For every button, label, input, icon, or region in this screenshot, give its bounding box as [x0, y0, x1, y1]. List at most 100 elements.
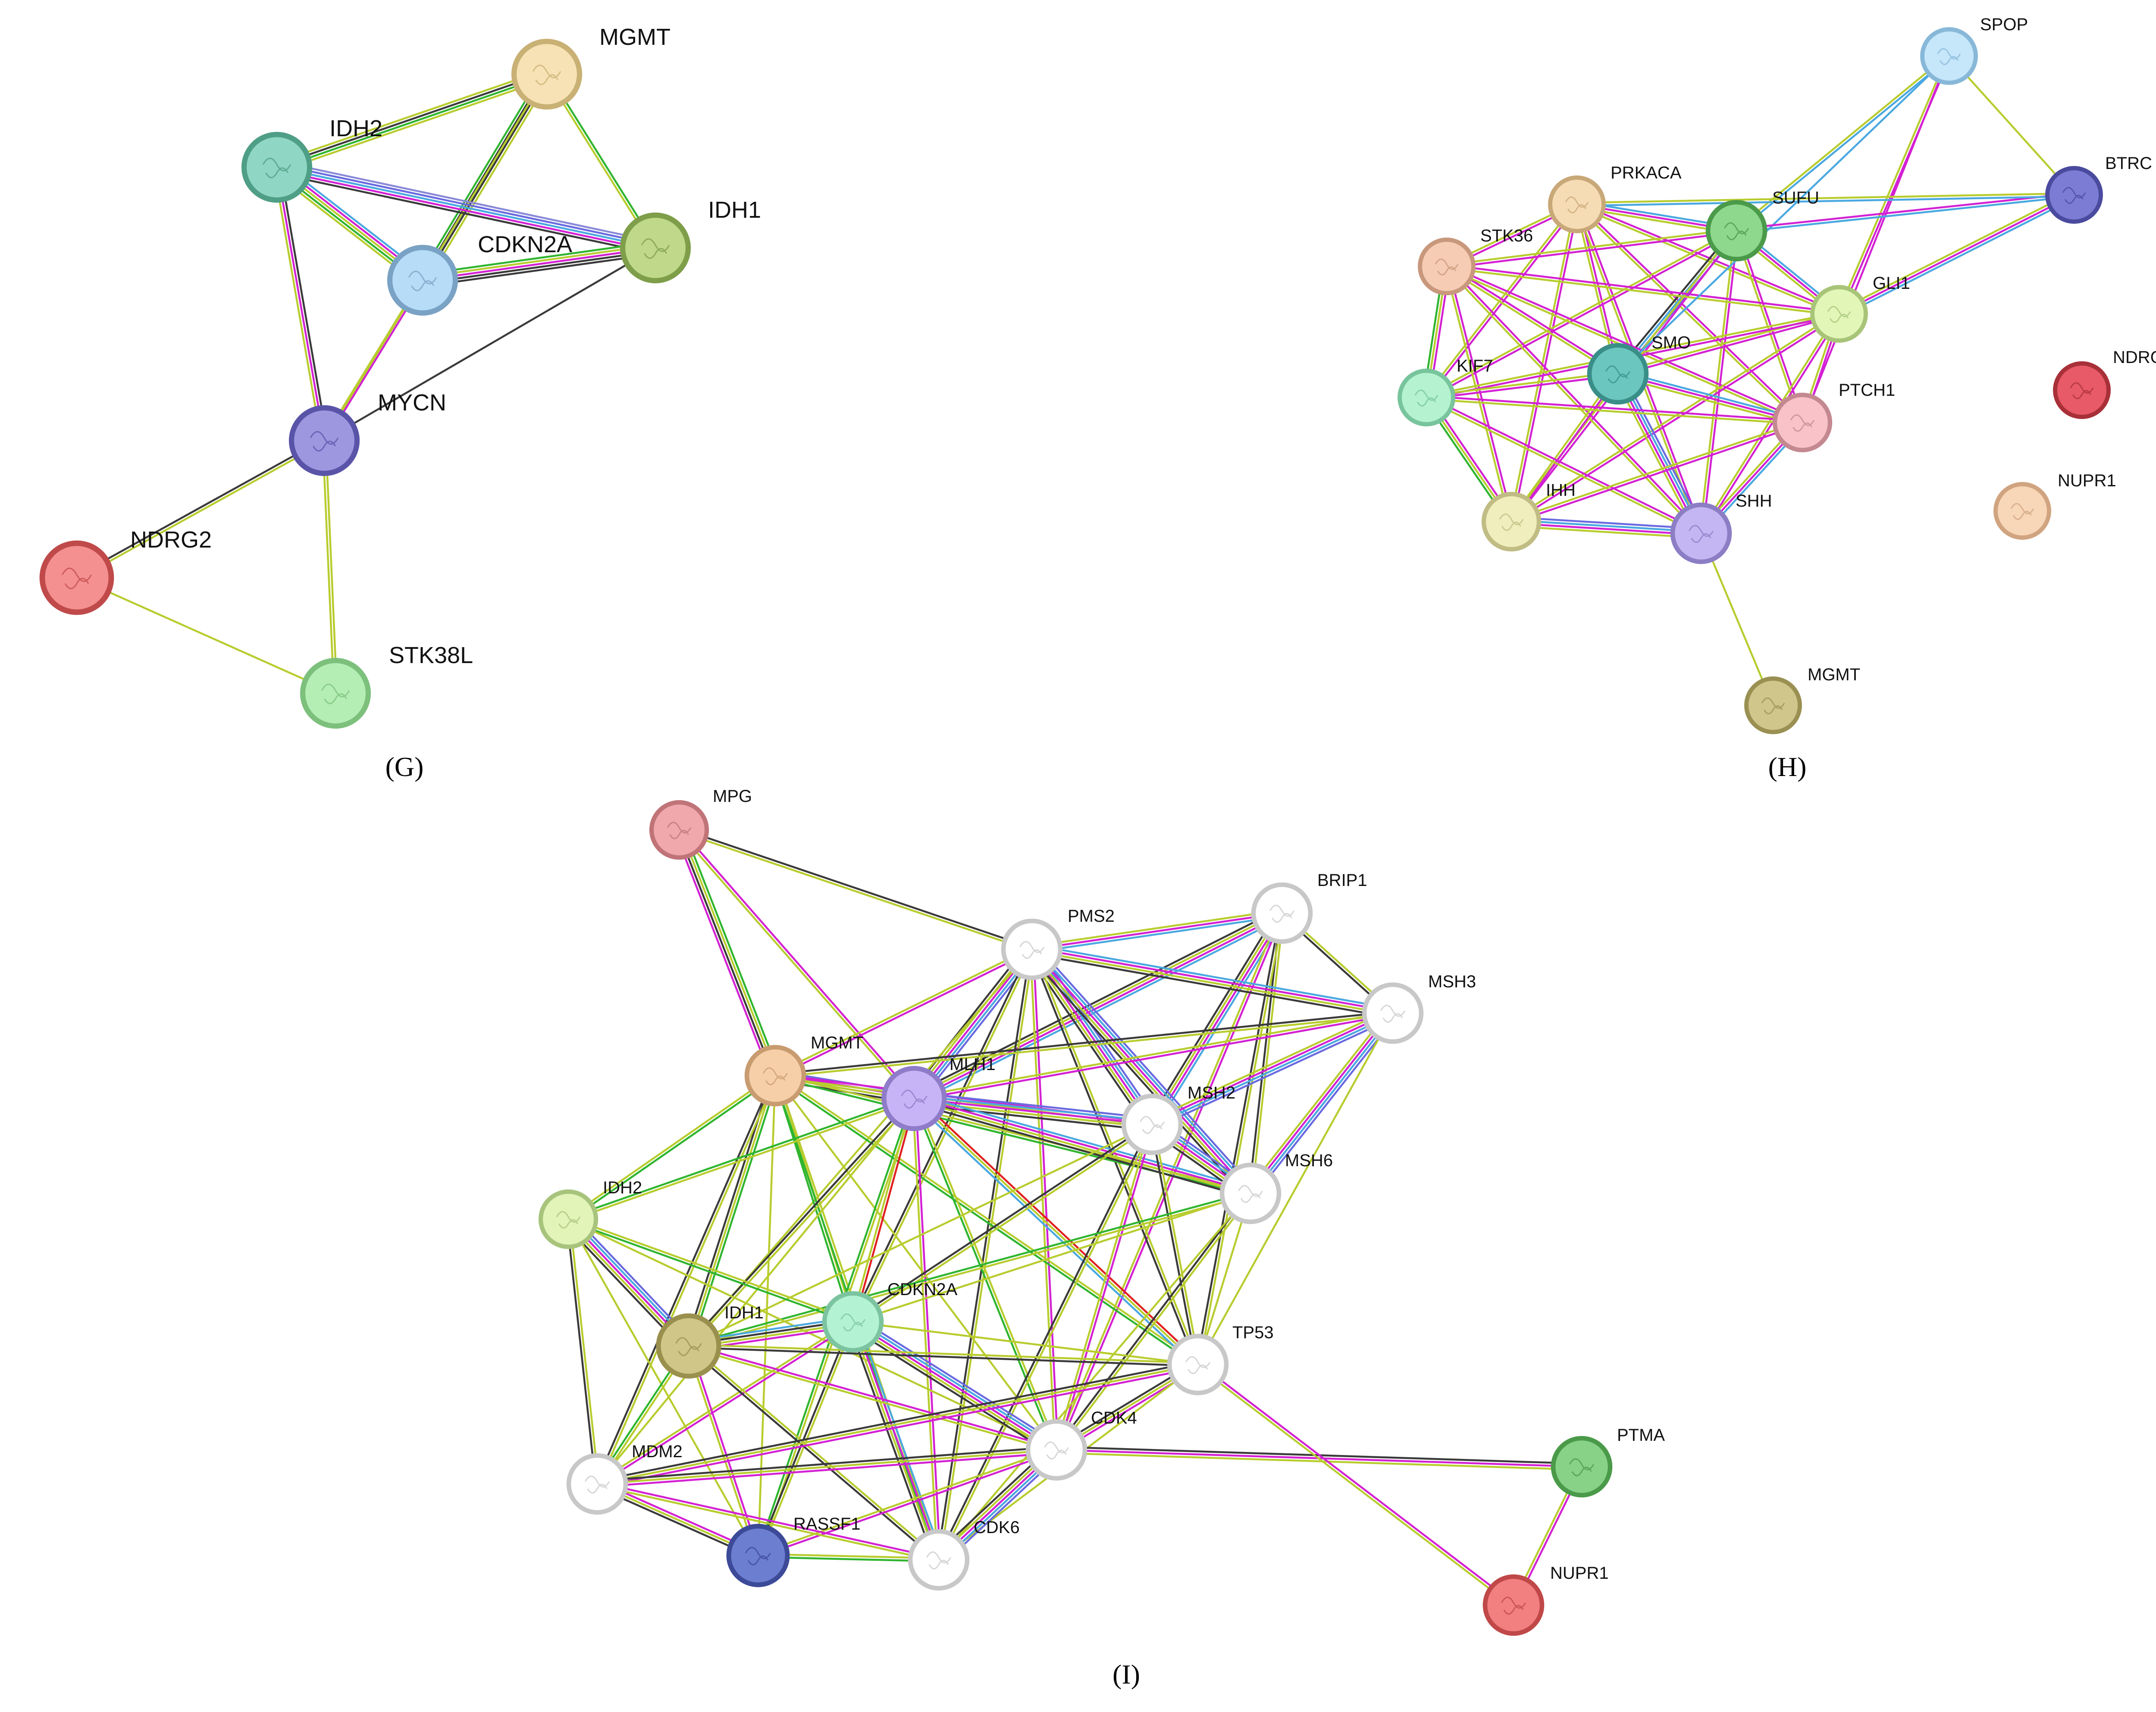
- node-cdk6[interactable]: CDK6: [908, 1518, 1020, 1591]
- node-mpg[interactable]: MPG: [649, 787, 752, 860]
- node-msh3[interactable]: MSH3: [1362, 972, 1476, 1044]
- node-circle[interactable]: [620, 212, 691, 284]
- node-circle[interactable]: [726, 1524, 790, 1587]
- node-circle[interactable]: [822, 1291, 884, 1353]
- node-circle[interactable]: [1481, 491, 1542, 552]
- node-circle[interactable]: [1548, 175, 1606, 233]
- node-mgmt[interactable]: MGMT: [744, 1033, 863, 1107]
- node-kif7[interactable]: KIF7: [1398, 357, 1493, 426]
- node-circle[interactable]: [1001, 918, 1063, 980]
- node-circle[interactable]: [1670, 502, 1732, 564]
- structure-ribbon: [1501, 1596, 1526, 1615]
- node-circle[interactable]: [511, 38, 583, 110]
- node-nupr1[interactable]: NUPR1: [1993, 471, 2116, 540]
- node-stk36[interactable]: STK36: [1418, 226, 1533, 295]
- node-circle[interactable]: [1705, 200, 1767, 262]
- node-smo[interactable]: SMO: [1587, 333, 1691, 405]
- protein-structure-icon: [62, 567, 92, 589]
- node-idh1[interactable]: IDH1: [656, 1303, 764, 1379]
- node-ihh[interactable]: IHH: [1481, 481, 1576, 552]
- node-idh2[interactable]: IDH2: [241, 116, 382, 203]
- node-circle[interactable]: [387, 244, 458, 316]
- node-circle[interactable]: [1551, 1436, 1613, 1498]
- structure-ribbon: [1380, 1005, 1406, 1023]
- node-circle[interactable]: [300, 657, 371, 729]
- node-circle[interactable]: [39, 540, 114, 615]
- protein-structure-icon: [1139, 1116, 1165, 1134]
- node-mdm2[interactable]: MDM2: [566, 1442, 683, 1515]
- node-circle[interactable]: [1920, 27, 1978, 85]
- node-mgmt[interactable]: MGMT: [511, 24, 671, 110]
- node-circle[interactable]: [1219, 1162, 1282, 1224]
- node-circle[interactable]: [744, 1045, 806, 1107]
- node-cdkn2a[interactable]: CDKN2A: [822, 1280, 958, 1353]
- node-ndrg2[interactable]: NDRG2: [2053, 348, 2156, 419]
- node-sufu[interactable]: SUFU: [1705, 188, 1819, 262]
- node-mgmt[interactable]: MGMT: [1744, 665, 1860, 734]
- node-shh[interactable]: SHH: [1670, 491, 1772, 564]
- node-gli1[interactable]: GLI1: [1810, 274, 1910, 343]
- node-btrc[interactable]: BTRC: [2045, 154, 2152, 224]
- edge-prkaca-kif7: [1424, 202, 1579, 400]
- edge-strand: [755, 1320, 853, 1556]
- protein-structure-icon: [262, 157, 291, 178]
- edge-strand: [1031, 912, 1283, 951]
- structure-ribbon: [310, 431, 339, 452]
- node-circle[interactable]: [566, 1453, 628, 1515]
- edge-mlh1-cdk6: [912, 1097, 941, 1561]
- edge-strand: [1253, 1015, 1398, 1197]
- node-idh1[interactable]: IDH1: [620, 197, 761, 284]
- node-circle[interactable]: [538, 1189, 599, 1249]
- node-idh2[interactable]: IDH2: [538, 1178, 642, 1249]
- node-msh2[interactable]: MSH2: [1121, 1083, 1235, 1155]
- node-cdkn2a[interactable]: CDKN2A: [387, 232, 572, 316]
- node-circle[interactable]: [881, 1066, 947, 1131]
- edge-strand: [912, 1098, 1056, 1452]
- node-circle[interactable]: [1362, 982, 1424, 1044]
- node-prkaca[interactable]: PRKACA: [1548, 163, 1682, 233]
- node-nupr1[interactable]: NUPR1: [1482, 1564, 1609, 1636]
- node-mlh1[interactable]: MLH1: [881, 1055, 996, 1131]
- node-circle[interactable]: [241, 131, 313, 203]
- node-cdk4[interactable]: CDK4: [1025, 1408, 1137, 1481]
- edge-strand: [911, 908, 1281, 1095]
- node-circle[interactable]: [1251, 882, 1313, 944]
- node-circle[interactable]: [1482, 1574, 1545, 1636]
- node-brip1[interactable]: BRIP1: [1251, 871, 1367, 944]
- node-mycn[interactable]: MYCN: [288, 390, 446, 476]
- structure-ribbon: [1761, 697, 1785, 714]
- node-ptma[interactable]: PTMA: [1551, 1426, 1665, 1498]
- node-circle[interactable]: [2053, 361, 2111, 419]
- node-circle[interactable]: [1993, 482, 2051, 540]
- node-circle[interactable]: [1418, 238, 1476, 295]
- node-circle[interactable]: [1167, 1333, 1229, 1396]
- node-circle[interactable]: [2045, 166, 2103, 224]
- edge-strand: [1617, 55, 1950, 375]
- node-ptch1[interactable]: PTCH1: [1772, 381, 1895, 453]
- node-pms2[interactable]: PMS2: [1001, 907, 1115, 980]
- edge-strand: [1150, 911, 1282, 1125]
- node-circle[interactable]: [1398, 369, 1455, 426]
- node-circle[interactable]: [656, 1313, 721, 1379]
- edge-strand: [915, 916, 1285, 1104]
- node-circle[interactable]: [288, 405, 360, 476]
- node-rassf1[interactable]: RASSF1: [726, 1515, 861, 1587]
- node-stk38l[interactable]: STK38L: [300, 642, 473, 729]
- node-circle[interactable]: [908, 1529, 970, 1591]
- edge-strand: [1196, 1365, 1514, 1608]
- edge-strand: [596, 1097, 915, 1485]
- node-ndrg2[interactable]: NDRG2: [39, 527, 212, 615]
- node-circle[interactable]: [649, 800, 709, 860]
- node-circle[interactable]: [1772, 392, 1833, 453]
- node-circle[interactable]: [1587, 343, 1649, 405]
- node-spop[interactable]: SPOP: [1920, 15, 2028, 85]
- node-circle[interactable]: [1744, 676, 1802, 734]
- protein-structure-icon: [1827, 306, 1851, 323]
- node-circle[interactable]: [1025, 1419, 1087, 1481]
- edge-strand: [274, 172, 655, 255]
- node-circle[interactable]: [1810, 285, 1868, 343]
- node-msh6[interactable]: MSH6: [1219, 1151, 1333, 1224]
- node-tp53[interactable]: TP53: [1167, 1323, 1274, 1396]
- structure-ribbon: [2062, 187, 2086, 204]
- node-circle[interactable]: [1121, 1093, 1183, 1155]
